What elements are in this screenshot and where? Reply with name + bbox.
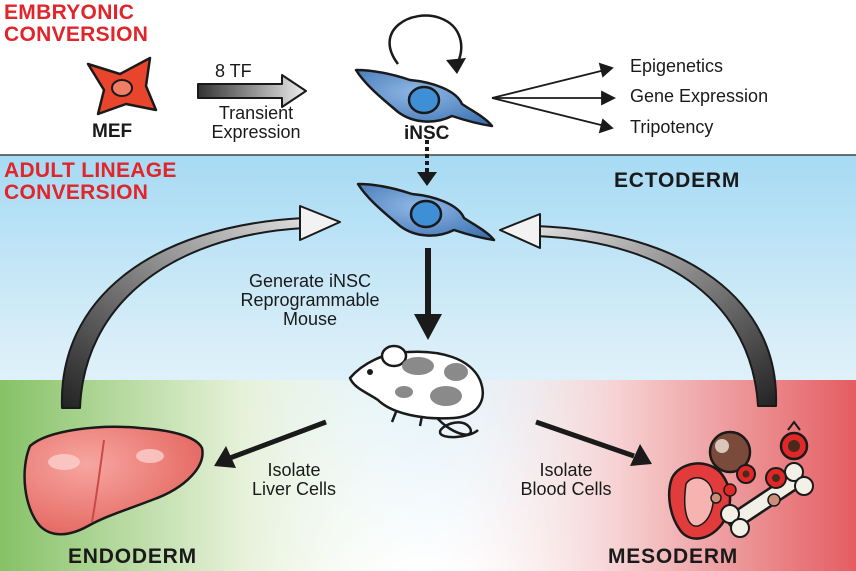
mouse-arrowhead xyxy=(414,314,442,340)
blood-cells-icon xyxy=(668,420,814,540)
adult-insc-cell-icon xyxy=(356,182,496,242)
liver-icon xyxy=(23,425,204,536)
insc-label: iNSC xyxy=(404,123,450,144)
mef-nucleus-icon xyxy=(111,79,133,97)
embryonic-title-line1: EMBRYONIC xyxy=(4,1,135,24)
generate-mouse-label: Generate iNSC Reprogrammable Mouse xyxy=(206,272,414,329)
embryonic-conversion-title: EMBRYONIC CONVERSION xyxy=(4,1,149,47)
liver-isolation-arrow xyxy=(229,419,327,461)
dotted-arrowhead xyxy=(417,172,437,186)
blood-line2: Blood Cells xyxy=(520,478,612,499)
adult-lineage-conversion-title: ADULT LINEAGE CONVERSION xyxy=(4,159,177,205)
blood-arrowhead xyxy=(630,444,652,466)
endoderm-arc-arrowhead xyxy=(299,205,341,241)
tf-label: 8 TF xyxy=(215,61,252,81)
blood-isolation-arrow xyxy=(535,419,635,459)
outcome-tripotency: Tripotency xyxy=(630,117,714,137)
outcome-gene-expression: Gene Expression xyxy=(630,86,769,106)
isolate-liver-label: Isolate Liver Cells xyxy=(226,461,362,499)
transient-line2: Expression xyxy=(211,121,301,142)
generate-line3: Mouse xyxy=(282,308,338,329)
transient-expression-label: Transient Expression xyxy=(194,104,318,142)
adult-title-line1: ADULT LINEAGE xyxy=(4,159,177,182)
generate-line2: Reprogrammable xyxy=(240,289,380,310)
outcome-arrows xyxy=(491,62,617,134)
self-renewal-arrowhead xyxy=(446,58,466,74)
self-renewal-loop xyxy=(388,14,463,67)
isolate-blood-label: Isolate Blood Cells xyxy=(492,461,640,499)
endoderm-label: ENDODERM xyxy=(68,545,197,568)
liver-line1: Isolate xyxy=(267,460,321,480)
generate-line1: Generate iNSC xyxy=(248,271,372,291)
liver-line2: Liver Cells xyxy=(251,478,337,499)
mesoderm-arc-arrowhead xyxy=(499,213,541,249)
bone-icon xyxy=(720,462,814,538)
embryonic-title-line2: CONVERSION xyxy=(4,23,149,47)
outcome-epigenetics: Epigenetics xyxy=(630,56,724,76)
ectoderm-label: ECTODERM xyxy=(614,169,741,192)
liver-arrowhead xyxy=(214,446,236,468)
mesoderm-label: MESODERM xyxy=(608,545,739,568)
insc-cell-icon xyxy=(354,68,494,128)
mouse-icon xyxy=(348,344,484,439)
transient-line1: Transient xyxy=(218,103,294,123)
blood-line1: Isolate xyxy=(539,460,593,480)
transcription-factor-arrow xyxy=(197,74,307,108)
adult-title-line2: CONVERSION xyxy=(4,181,149,205)
mef-label: MEF xyxy=(92,121,133,142)
